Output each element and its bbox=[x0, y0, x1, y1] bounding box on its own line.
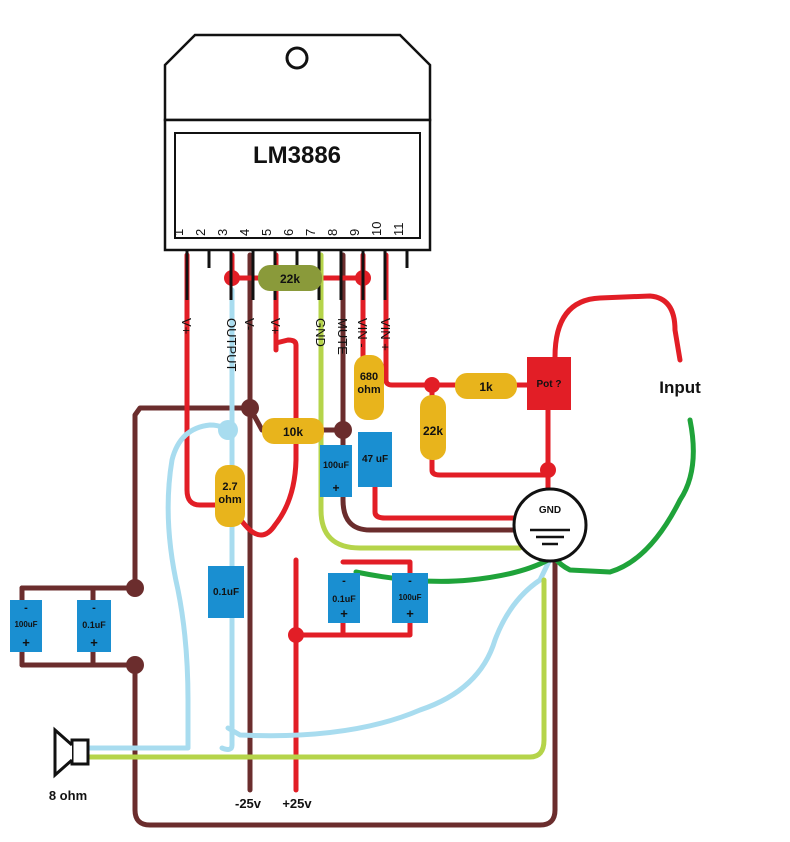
svg-text:10k: 10k bbox=[283, 425, 303, 439]
junction-dot bbox=[241, 399, 259, 417]
junction-dot bbox=[424, 377, 440, 393]
pin-number: 3 bbox=[215, 229, 230, 236]
chip-inner bbox=[174, 132, 421, 239]
svg-text:100uF: 100uF bbox=[398, 593, 421, 602]
wire-lightblue-gnd-return bbox=[225, 552, 555, 739]
svg-text:+: + bbox=[90, 635, 98, 650]
svg-text:+: + bbox=[340, 606, 348, 621]
pin-number: 8 bbox=[325, 229, 340, 236]
svg-text:-: - bbox=[92, 602, 96, 614]
chip-name: LM3886 bbox=[253, 142, 341, 169]
wire-lime-speaker bbox=[85, 577, 547, 760]
pin-labels: V+ OUTPUT V- V+ GND MUTE VIN - VIN + bbox=[179, 318, 393, 372]
svg-text:+: + bbox=[22, 635, 30, 650]
pin-label-mute: MUTE bbox=[335, 318, 350, 355]
resistor-1k: 1k bbox=[455, 373, 517, 399]
resistor-2-7-ohm: 2.7 ohm bbox=[215, 465, 245, 527]
resistor-10k: 10k bbox=[262, 418, 324, 444]
capacitor-0-1uf-output: 0.1uF bbox=[208, 566, 244, 618]
neg-supply-label: -25v bbox=[235, 796, 262, 811]
pin-label-output: OUTPUT bbox=[224, 318, 239, 372]
capacitor-100uf-mid: - 100uF + bbox=[392, 573, 428, 623]
capacitor-47uf: 47 uF bbox=[358, 432, 392, 487]
resistor-680-ohm: 680 ohm bbox=[354, 355, 384, 420]
svg-text:+: + bbox=[406, 606, 414, 621]
svg-text:47 uF: 47 uF bbox=[362, 454, 388, 465]
pin-number: 5 bbox=[259, 229, 274, 236]
svg-text:-: - bbox=[342, 575, 346, 587]
pin-number: 1 bbox=[171, 229, 186, 236]
pin-number: 7 bbox=[303, 229, 318, 236]
wire-lightblue-output-mid bbox=[219, 432, 235, 752]
wire-red-47uf-gnd bbox=[372, 482, 523, 521]
pin-number: 6 bbox=[281, 229, 296, 236]
svg-text:2.7: 2.7 bbox=[222, 481, 237, 493]
pin-number: 11 bbox=[391, 223, 406, 237]
svg-text:Pot ?: Pot ? bbox=[537, 379, 562, 390]
svg-text:0.1uF: 0.1uF bbox=[213, 587, 239, 598]
wire-red-vplus1 bbox=[184, 252, 231, 508]
wire-lime-gnd bbox=[318, 252, 523, 551]
junction-dot bbox=[334, 421, 352, 439]
junction-dot bbox=[126, 656, 144, 674]
pos-supply-label: +25v bbox=[282, 796, 312, 811]
pin-label-vplus1: V+ bbox=[179, 318, 194, 334]
svg-text:680: 680 bbox=[360, 371, 378, 383]
wire-green-input bbox=[552, 417, 696, 575]
junction-dot bbox=[288, 627, 304, 643]
junction-dot bbox=[540, 462, 556, 478]
capacitor-100uf-mute: 100uF + bbox=[320, 445, 352, 497]
junction-dot bbox=[218, 420, 238, 440]
wire-green-cap-gnd bbox=[353, 557, 551, 584]
capacitor-100uf-left: - 100uF + bbox=[10, 600, 42, 652]
capacitor-0-1uf-left: - 0.1uF + bbox=[77, 600, 111, 652]
wire-brown-mute bbox=[340, 252, 533, 533]
pin-label-vin-minus: VIN - bbox=[355, 318, 370, 348]
resistor-22k-right: 22k bbox=[420, 395, 446, 460]
junction-dot bbox=[126, 579, 144, 597]
svg-text:22k: 22k bbox=[280, 272, 300, 286]
svg-text:1k: 1k bbox=[479, 380, 493, 394]
svg-text:100uF: 100uF bbox=[323, 460, 350, 470]
speaker-label: 8 ohm bbox=[49, 788, 87, 803]
svg-text:GND: GND bbox=[539, 505, 561, 516]
svg-text:-: - bbox=[24, 602, 28, 614]
svg-text:ohm: ohm bbox=[357, 384, 380, 396]
resistor-22k-top: 22k bbox=[258, 265, 322, 291]
svg-text:ohm: ohm bbox=[218, 494, 241, 506]
pin-number: 4 bbox=[237, 229, 252, 236]
svg-text:0.1uF: 0.1uF bbox=[332, 594, 356, 604]
lm3886-chip: LM3886 bbox=[163, 33, 432, 252]
potentiometer: Pot ? bbox=[527, 357, 571, 410]
wire-brown-left-bus bbox=[132, 405, 558, 828]
pin-number: 9 bbox=[347, 229, 362, 236]
svg-text:-: - bbox=[408, 575, 412, 587]
input-label: Input bbox=[659, 378, 701, 397]
wire-red-cap-top bbox=[340, 559, 413, 581]
svg-text:22k: 22k bbox=[423, 424, 443, 438]
pin-label-gnd: GND bbox=[313, 318, 328, 347]
pin-label-vminus: V- bbox=[242, 318, 257, 330]
pin-number: 10 bbox=[369, 222, 384, 236]
svg-text:100uF: 100uF bbox=[14, 620, 37, 629]
ground-node: GND bbox=[512, 487, 588, 563]
wire-lightblue-output bbox=[85, 287, 235, 751]
svg-text:+: + bbox=[332, 481, 339, 495]
speaker-icon bbox=[53, 726, 90, 779]
capacitor-0-1uf-mid: - 0.1uF + bbox=[328, 573, 360, 623]
wire-red-vinplus bbox=[383, 252, 463, 388]
wire-red-2-7-out bbox=[225, 337, 299, 538]
pin-label-vplus2: V+ bbox=[268, 318, 283, 334]
svg-text:0.1uF: 0.1uF bbox=[82, 620, 106, 630]
pin-number: 2 bbox=[193, 229, 208, 236]
chip-mount-hole bbox=[285, 46, 309, 70]
wire-red-pot-input bbox=[552, 293, 683, 363]
pin-label-vin-plus: VIN + bbox=[378, 318, 393, 351]
